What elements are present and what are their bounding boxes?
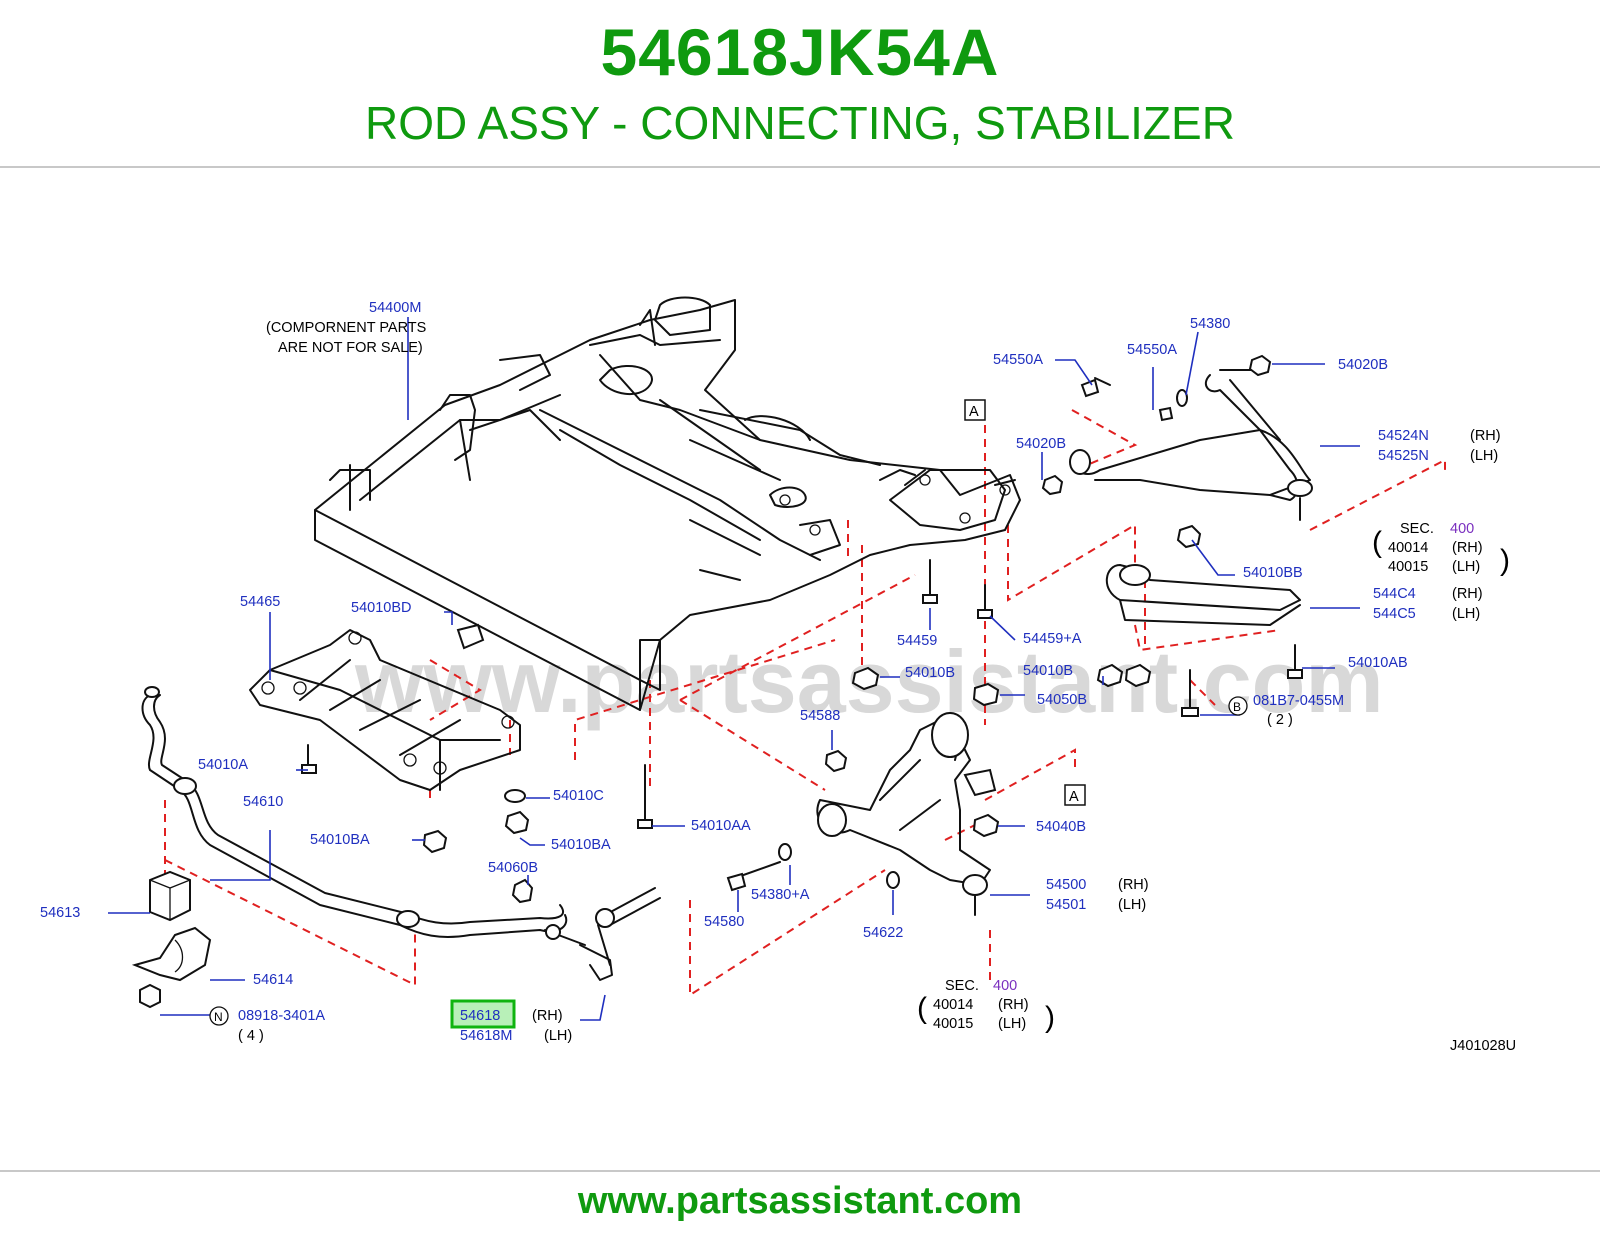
parts-diagram: www.partsassistant.com [40,296,1516,1054]
circle-b-letter: B [1233,700,1241,714]
bushing-and-clamp-drawing [131,870,212,1009]
paren-open-lower: ( [917,992,927,1025]
label-54010AA[interactable]: 54010AA [691,818,751,834]
label-54010A[interactable]: 54010A [198,757,248,773]
connecting-rod-drawing [511,878,661,981]
label-54525N-lh: (LH) [1470,448,1498,464]
label-54614[interactable]: 54614 [253,972,293,988]
page-header: 54618JK54A ROD ASSY - CONNECTING, STABIL… [0,0,1600,168]
label-54465[interactable]: 54465 [240,594,280,610]
part-description: ROD ASSY - CONNECTING, STABILIZER [365,97,1235,149]
header-divider [0,166,1600,168]
label-54622[interactable]: 54622 [863,925,903,941]
label-54040B[interactable]: 54040B [1036,819,1086,835]
leader-lines [108,317,1360,1021]
ref-box-a-top [964,399,986,421]
label-544C4-rh: (RH) [1452,586,1483,602]
label-54010B-right[interactable]: 54010B [1023,663,1073,679]
footer-website-link[interactable]: www.partsassistant.com [577,1180,1023,1222]
label-54380A[interactable]: 54380+A [751,887,810,903]
label-54020B-left[interactable]: 54020B [1016,436,1066,452]
label-54618-rh: (RH) [532,1008,563,1024]
stabilizer-bar-drawing [141,686,568,938]
highlight-box-54618 [450,999,516,1029]
label-54618[interactable]: 54618 [460,1008,500,1024]
label-40015-upper-lh: (LH) [1452,559,1480,575]
label-54459[interactable]: 54459 [897,633,937,649]
label-sec-upper-number[interactable]: 400 [1450,521,1474,537]
label-40014-lower: 40014 [933,997,973,1013]
figure-code: J401028U [1450,1038,1516,1054]
label-54524N-rh: (RH) [1470,428,1501,444]
label-08918-3401A[interactable]: 08918-3401A [238,1008,325,1024]
paren-close-upper: ) [1500,544,1510,577]
label-54618M[interactable]: 54618M [460,1028,512,1044]
label-544C5-lh: (LH) [1452,606,1480,622]
label-54618M-lh: (LH) [544,1028,572,1044]
label-40015-upper: 40015 [1388,559,1428,575]
label-54501[interactable]: 54501 [1046,897,1086,913]
label-40015-lower-lh: (LH) [998,1016,1026,1032]
label-sec-lower-number[interactable]: 400 [993,978,1017,994]
label-54524N[interactable]: 54524N [1378,428,1429,444]
label-54550A-right[interactable]: 54550A [1127,342,1177,358]
paren-close-lower: ) [1045,1001,1055,1034]
paren-open-upper: ( [1372,526,1382,559]
part-number-title: 54618JK54A [600,15,1000,89]
note-component-line2: ARE NOT FOR SALE) [278,340,423,356]
label-54613[interactable]: 54613 [40,905,80,921]
label-54588[interactable]: 54588 [800,708,840,724]
label-544C4[interactable]: 544C4 [1373,586,1416,602]
circle-b-marker [1228,696,1248,716]
ref-box-a-top-label: A [969,404,979,420]
label-54010B-left[interactable]: 54010B [905,665,955,681]
label-40014-upper: 40014 [1388,540,1428,556]
label-54020B-top[interactable]: 54020B [1338,357,1388,373]
label-54610[interactable]: 54610 [243,794,283,810]
fastener-drawings [301,559,1124,892]
lower-link-drawing [1105,524,1303,717]
circle-n-marker [209,1006,229,1026]
transverse-link-drawing [816,712,997,916]
label-54500-rh: (RH) [1118,877,1149,893]
label-qty-4: ( 4 ) [238,1028,264,1044]
label-54060B[interactable]: 54060B [488,860,538,876]
dashed-guide-lines [164,409,1446,997]
label-54050B[interactable]: 54050B [1037,692,1087,708]
label-081B7-0455M[interactable]: 081B7-0455M [1253,693,1344,709]
label-54500[interactable]: 54500 [1046,877,1086,893]
label-54010BA-right[interactable]: 54010BA [551,837,611,853]
sub-frame-drawing [249,629,521,791]
label-54010AB[interactable]: 54010AB [1348,655,1408,671]
ref-box-a-bottom-label: A [1069,789,1079,805]
upper-link-drawing [1041,354,1313,521]
label-54580[interactable]: 54580 [704,914,744,930]
label-sec-upper: SEC. [1400,521,1434,537]
label-54400M[interactable]: 54400M [369,300,421,316]
label-54501-lh: (LH) [1118,897,1146,913]
label-54550A-left[interactable]: 54550A [993,352,1043,368]
label-40014-lower-rh: (RH) [998,997,1029,1013]
label-54010BA-left[interactable]: 54010BA [310,832,370,848]
label-sec-lower: SEC. [945,978,979,994]
label-40014-upper-rh: (RH) [1452,540,1483,556]
footer-divider [0,1170,1600,1172]
front-crossmember-drawing [314,296,1021,711]
ref-box-a-bottom [1064,784,1086,806]
note-component-line1: (COMPORNENT PARTS [266,320,426,336]
label-54010BB[interactable]: 54010BB [1243,565,1303,581]
label-40015-lower: 40015 [933,1016,973,1032]
part-labels: 54400M (COMPORNENT PARTS ARE NOT FOR SAL… [40,300,1516,1054]
label-54010BD[interactable]: 54010BD [351,600,411,616]
label-qty-2: ( 2 ) [1267,712,1293,728]
circle-n-letter: N [214,1010,223,1024]
label-54010C[interactable]: 54010C [553,788,604,804]
label-54380[interactable]: 54380 [1190,316,1230,332]
label-54525N[interactable]: 54525N [1378,448,1429,464]
label-54459A[interactable]: 54459+A [1023,631,1082,647]
label-544C5[interactable]: 544C5 [1373,606,1416,622]
